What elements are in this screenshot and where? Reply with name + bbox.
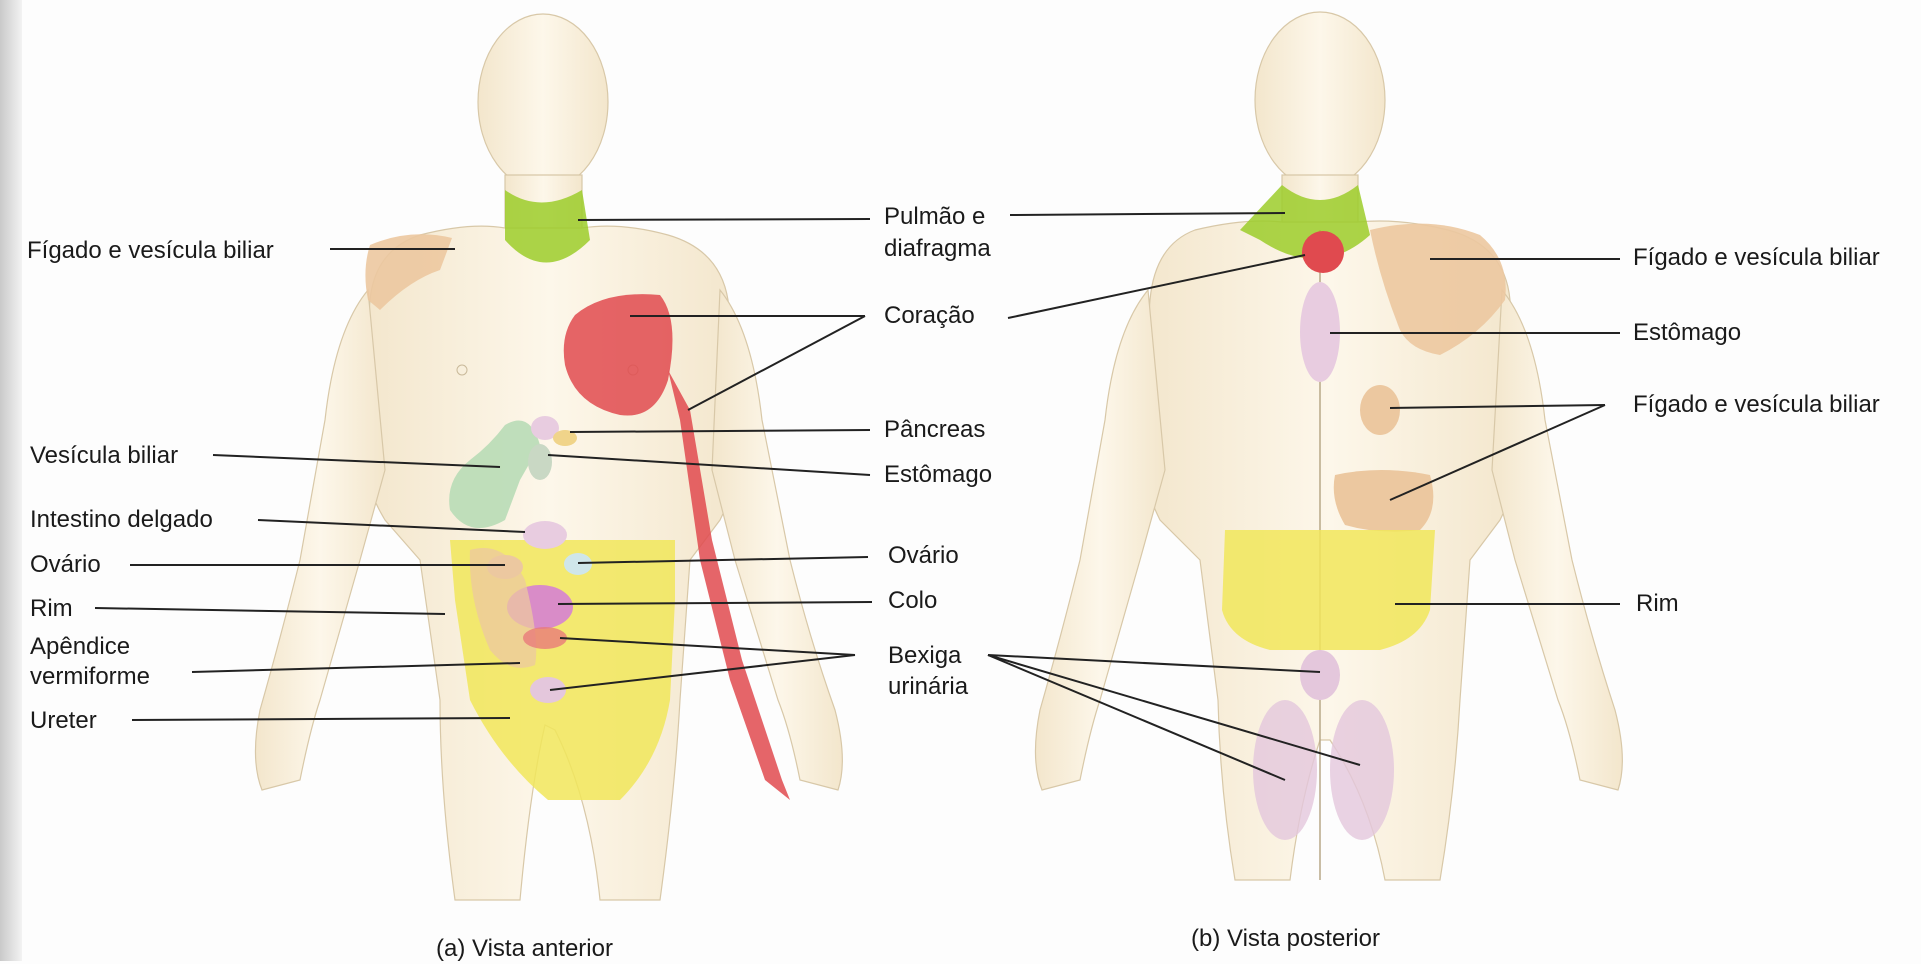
label-estomago-posterior: Estômago bbox=[1633, 318, 1741, 348]
label-vesicula-biliar: Vesícula biliar bbox=[30, 441, 178, 471]
posterior-bladder-right-leg bbox=[1330, 700, 1394, 840]
posterior-left-arm bbox=[1035, 290, 1165, 790]
anterior-ovary-right-region bbox=[564, 553, 592, 575]
posterior-right-arm bbox=[1492, 290, 1622, 790]
label-coracao: Coração bbox=[884, 301, 975, 331]
label-ovario-right: Ovário bbox=[888, 541, 959, 571]
label-ureter: Ureter bbox=[30, 706, 97, 736]
label-pancreas: Pâncreas bbox=[884, 415, 985, 445]
label-pulmao-line2: diafragma bbox=[884, 234, 991, 264]
label-ovario-left: Ovário bbox=[30, 550, 101, 580]
label-apendice-line1: Apêndice bbox=[30, 632, 130, 662]
anterior-stomach-region-2 bbox=[528, 444, 552, 480]
posterior-kidney-region bbox=[1222, 530, 1435, 650]
anterior-bladder-region bbox=[530, 677, 566, 703]
posterior-head bbox=[1255, 12, 1385, 188]
anterior-head bbox=[478, 14, 608, 190]
label-apendice-line2: vermiforme bbox=[30, 662, 150, 692]
leader-pulmao-posterior bbox=[1010, 213, 1285, 215]
label-colo: Colo bbox=[888, 586, 937, 616]
posterior-heart-region bbox=[1302, 231, 1344, 273]
posterior-liver-low-region bbox=[1334, 470, 1434, 532]
label-figado-vesicula-anterior: Fígado e vesícula biliar bbox=[27, 236, 274, 266]
caption-anterior: (a) Vista anterior bbox=[436, 934, 613, 964]
label-bexiga-line1: Bexiga bbox=[888, 641, 961, 671]
posterior-body bbox=[1035, 12, 1622, 880]
label-estomago-anterior: Estômago bbox=[884, 460, 992, 490]
anterior-small-intestine-region bbox=[523, 521, 567, 549]
label-figado-vesicula-posterior-mid: Fígado e vesícula biliar bbox=[1633, 390, 1880, 420]
label-intestino-delgado: Intestino delgado bbox=[30, 505, 213, 535]
anterior-right-arm bbox=[712, 290, 842, 790]
leader-pulmao bbox=[578, 219, 870, 220]
label-figado-vesicula-posterior-top: Fígado e vesícula biliar bbox=[1633, 243, 1880, 273]
label-pulmao-line1: Pulmão e bbox=[884, 202, 985, 232]
label-bexiga-line2: urinária bbox=[888, 672, 968, 702]
label-rim-anterior: Rim bbox=[30, 594, 73, 624]
posterior-liver-mid-region bbox=[1360, 385, 1400, 435]
anterior-left-arm bbox=[255, 290, 385, 790]
leader-rim-anterior bbox=[95, 608, 445, 614]
label-rim-posterior: Rim bbox=[1636, 589, 1679, 619]
caption-posterior: (b) Vista posterior bbox=[1191, 924, 1380, 954]
posterior-bladder-region bbox=[1300, 650, 1340, 700]
